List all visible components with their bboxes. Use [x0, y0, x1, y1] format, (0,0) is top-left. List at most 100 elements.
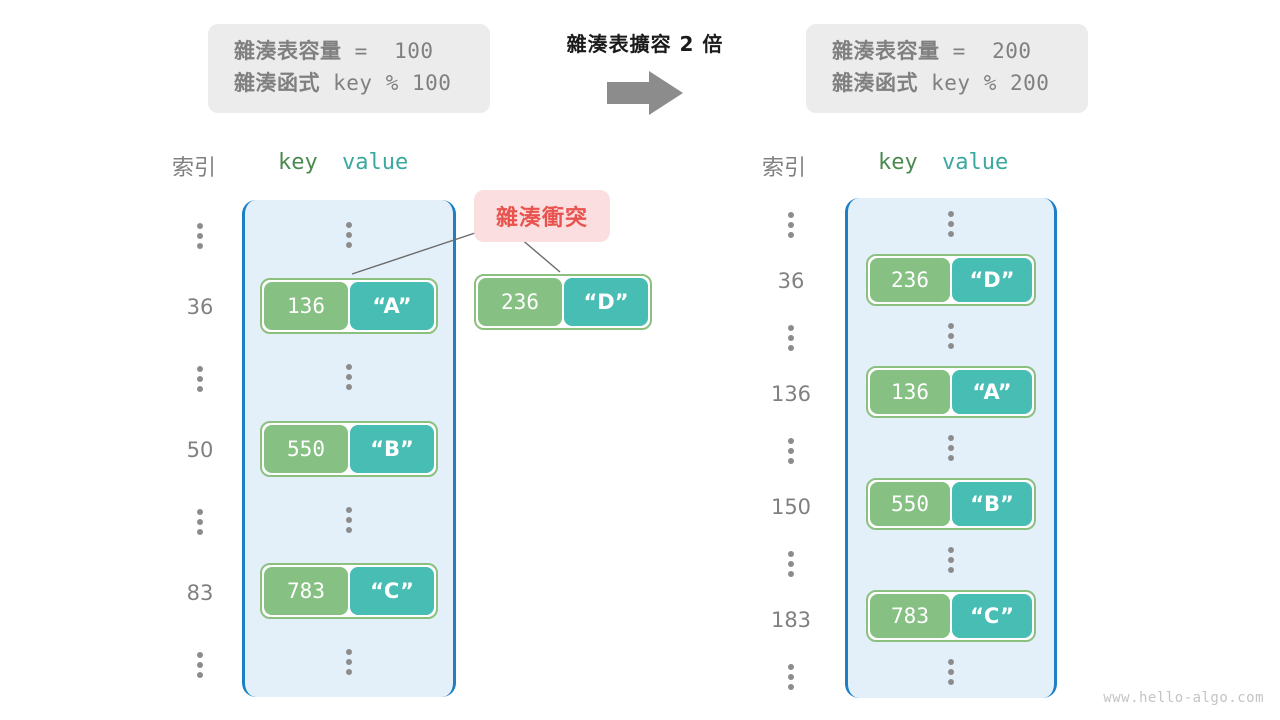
before-index-header: 索引	[172, 156, 217, 181]
table-row[interactable]: 783“C”	[245, 555, 453, 627]
after-capacity-line: 雜湊表容量 = 200	[832, 38, 1062, 64]
collision-badge: 雜湊衝突	[474, 190, 611, 242]
value-cell: “A”	[350, 282, 434, 331]
before-value-header: value	[342, 150, 409, 175]
key-value-pair[interactable]: 550“B”	[260, 420, 438, 477]
index-ellipsis	[788, 424, 794, 477]
after-info-box: 雜湊表容量 = 200 雜湊函式 key % 200	[806, 24, 1088, 113]
after-capacity-value: = 200	[939, 39, 1032, 63]
table-row-ellipsis	[245, 200, 453, 271]
after-function-value: key % 200	[918, 71, 1050, 96]
before-function-line: 雜湊函式 key % 100	[234, 70, 464, 96]
key-cell: 783	[264, 566, 348, 615]
table-row-ellipsis	[245, 484, 453, 555]
vertical-ellipsis-icon	[197, 365, 203, 392]
key-cell: 550	[264, 424, 348, 473]
vertical-ellipsis-icon	[346, 364, 352, 391]
index-label: 83	[186, 581, 214, 605]
before-function-value: key % 100	[320, 71, 452, 96]
transition-group: 雜湊表擴容 2 倍	[540, 28, 750, 115]
key-value-pair[interactable]: 550“B”	[866, 477, 1036, 530]
after-key-header: key	[878, 150, 918, 175]
vertical-ellipsis-icon	[948, 434, 954, 461]
index-label: 50	[186, 438, 214, 462]
arrow-shaft	[607, 82, 653, 104]
after-index-column: 36 136 150 183	[755, 198, 827, 703]
index-label: 150	[770, 495, 812, 519]
vertical-ellipsis-icon	[197, 651, 203, 678]
index-ellipsis	[788, 198, 794, 251]
after-capacity-label: 雜湊表容量	[832, 39, 940, 63]
key-value-pair[interactable]: 136“A”	[866, 366, 1036, 419]
table-row[interactable]: 236“D”	[848, 250, 1054, 309]
table-row[interactable]: 136“A”	[848, 362, 1054, 421]
before-function-label: 雜湊函式	[234, 71, 320, 96]
before-index-column: 36 50 83	[170, 200, 230, 700]
before-info-box: 雜湊表容量 = 100 雜湊函式 key % 100	[208, 24, 490, 113]
index-ellipsis	[197, 200, 203, 271]
before-capacity-line: 雜湊表容量 = 100	[234, 38, 464, 64]
key-value-pair[interactable]: 783“C”	[866, 589, 1036, 642]
table-row-ellipsis	[848, 534, 1054, 586]
before-capacity-value: = 100	[341, 39, 434, 63]
index-ellipsis	[197, 343, 203, 414]
index-label: 36	[777, 269, 805, 293]
value-cell: “C”	[952, 593, 1032, 638]
value-cell: “D”	[564, 278, 648, 326]
index-label: 36	[186, 295, 214, 319]
vertical-ellipsis-icon	[346, 648, 352, 675]
vertical-ellipsis-icon	[948, 658, 954, 685]
key-cell: 550	[870, 481, 950, 526]
vertical-ellipsis-icon	[788, 550, 794, 577]
value-cell: “A”	[952, 370, 1032, 415]
index-ellipsis	[197, 629, 203, 700]
after-hash-table-panel: 236“D” 136“A” 550“B” 783“C”	[845, 198, 1057, 698]
index-ellipsis	[788, 537, 794, 590]
after-function-label: 雜湊函式	[832, 71, 918, 96]
watermark: www.hello-algo.com	[1103, 690, 1264, 706]
vertical-ellipsis-icon	[788, 663, 794, 690]
index-ellipsis	[788, 650, 794, 703]
leader-line-to-collision-entry	[519, 237, 561, 273]
before-capacity-label: 雜湊表容量	[234, 39, 342, 63]
after-value-header: value	[942, 150, 1009, 175]
table-row[interactable]: 136“A”	[245, 271, 453, 343]
index-ellipsis	[788, 311, 794, 364]
vertical-ellipsis-icon	[948, 546, 954, 573]
vertical-ellipsis-icon	[197, 222, 203, 249]
key-value-pair[interactable]: 236 “D”	[474, 274, 652, 330]
value-cell: “B”	[952, 481, 1032, 526]
value-cell: “C”	[350, 566, 434, 615]
table-row[interactable]: 783“C”	[848, 586, 1054, 645]
table-row[interactable]: 550“B”	[245, 413, 453, 485]
table-row-ellipsis	[245, 626, 453, 697]
vertical-ellipsis-icon	[788, 437, 794, 464]
index-label: 183	[770, 608, 812, 632]
key-value-pair[interactable]: 783“C”	[260, 562, 438, 619]
vertical-ellipsis-icon	[788, 324, 794, 351]
vertical-ellipsis-icon	[948, 211, 954, 238]
table-row-ellipsis	[245, 342, 453, 413]
arrow-head	[649, 71, 683, 115]
value-cell: “B”	[350, 424, 434, 473]
after-index-header: 索引	[762, 156, 807, 181]
vertical-ellipsis-icon	[346, 506, 352, 533]
vertical-ellipsis-icon	[346, 222, 352, 249]
arrow-right-icon	[607, 71, 683, 115]
vertical-ellipsis-icon	[788, 211, 794, 238]
key-cell: 136	[264, 282, 348, 331]
index-ellipsis	[197, 486, 203, 557]
table-row-ellipsis	[848, 422, 1054, 474]
key-cell: 136	[870, 370, 950, 415]
collision-entry[interactable]: 236 “D”	[474, 274, 652, 330]
before-hash-table-panel: 136“A” 550“B” 783“C”	[242, 200, 456, 697]
table-row-ellipsis	[848, 310, 1054, 362]
key-value-pair[interactable]: 236“D”	[866, 254, 1036, 307]
key-value-pair[interactable]: 136“A”	[260, 278, 438, 335]
index-label: 136	[770, 382, 812, 406]
before-key-header: key	[278, 150, 318, 175]
transition-label: 雜湊表擴容 2 倍	[566, 32, 724, 56]
table-row-ellipsis	[848, 198, 1054, 250]
table-row-ellipsis	[848, 646, 1054, 698]
table-row[interactable]: 550“B”	[848, 474, 1054, 533]
